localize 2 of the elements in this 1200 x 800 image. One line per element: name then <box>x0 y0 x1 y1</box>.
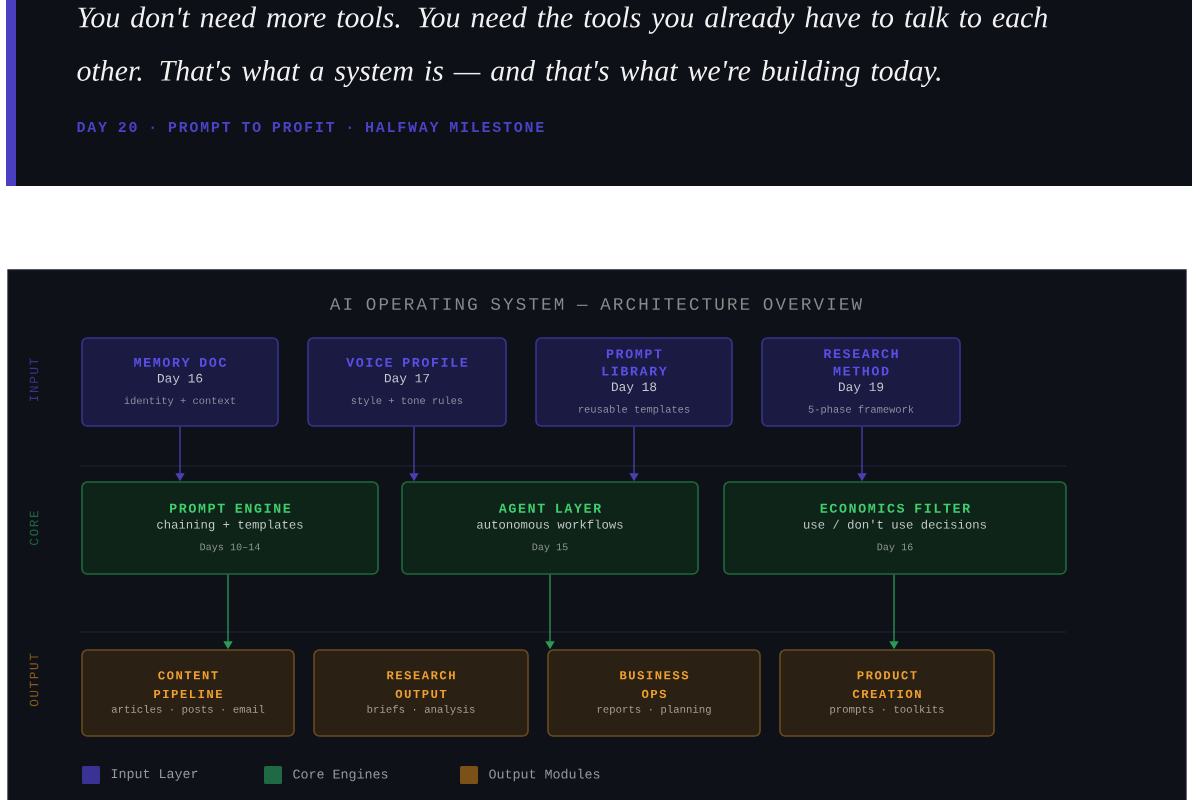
quote-text: You don't need more tools. You need the tools you already have to talk to each other. That's what a system is — and that's what we're building today. <box>77 6 1047 88</box>
diagram-title: AI OPERATING SYSTEM — ARCHITECTURE OVERVIEW <box>329 298 863 310</box>
